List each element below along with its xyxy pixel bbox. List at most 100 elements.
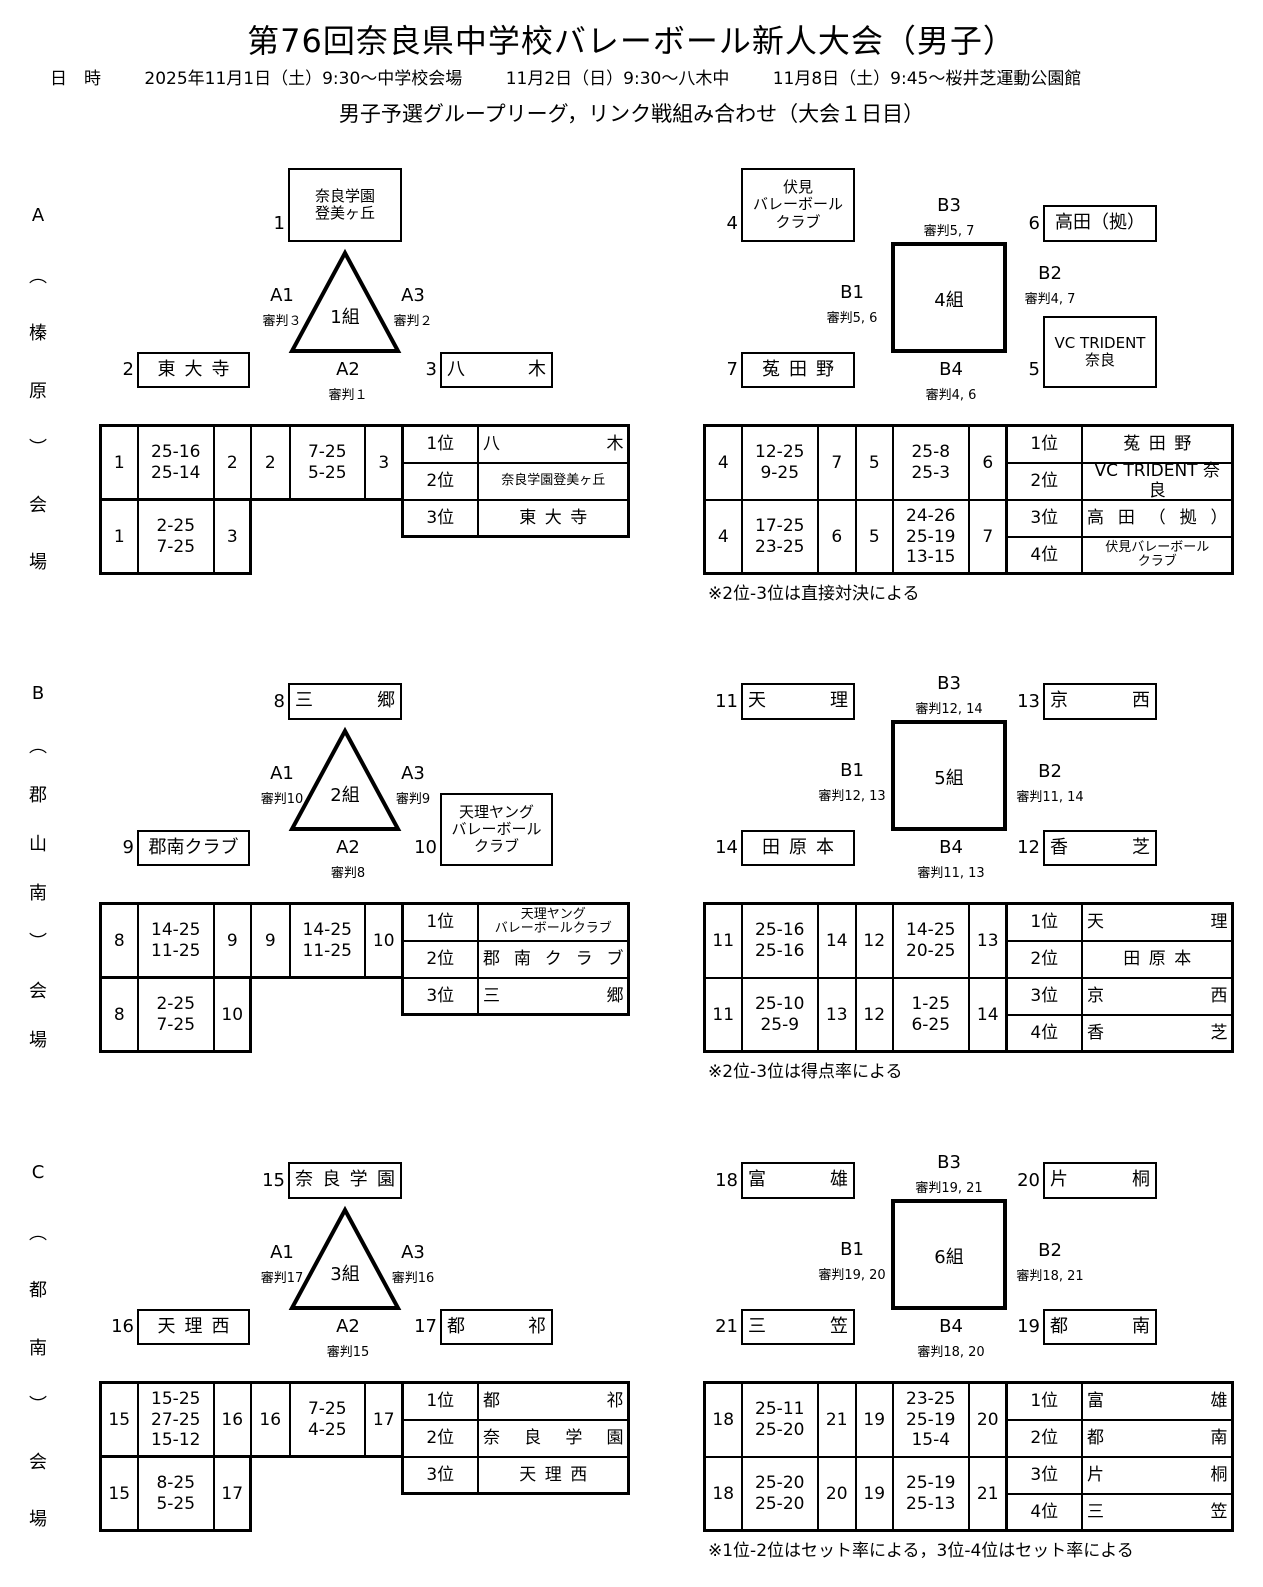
team-number: 12 [1017,837,1040,858]
team-box: 天理 [741,683,855,720]
match-code: A3 [401,763,425,784]
team-number: 16 [111,1316,134,1337]
ranking-position: 2位 [1006,462,1083,501]
ranking-position: 3位 [402,1456,479,1495]
venue-label-char: ︵ [29,736,47,757]
match-code: B1 [840,282,864,303]
result-away-team: 14 [817,903,857,979]
match-code: A2 [336,837,360,858]
match-referee: 審判11, 13 [917,866,985,881]
team-number: 11 [715,691,738,712]
team-box: 都祁 [440,1309,553,1345]
result-away-team: 10 [364,903,404,979]
match-referee: 審判9 [395,792,431,807]
team-box: 京西 [1043,683,1157,720]
team-box: 奈良学園 登美ヶ丘 [288,168,402,242]
team-box: VC TRIDENT 奈良 [1043,316,1157,388]
team-box: 菟田野 [741,352,855,388]
match-code: A2 [336,359,360,380]
result-away-team: 13 [968,903,1008,979]
team-box: 高田（拠） [1043,205,1157,242]
result-home-team: 5 [855,499,894,575]
ranking-team: 菟田野 [1081,425,1234,464]
team-box: 東大寺 [137,352,250,388]
result-away-team: 6 [968,425,1008,501]
result-home-team: 18 [704,1456,743,1532]
ranking-position: 1位 [402,903,479,942]
result-home-team: 4 [704,425,743,501]
team-number: 3 [425,359,437,380]
ranking-team: 高田（拠） [1081,499,1234,538]
result-away-team: 17 [213,1456,252,1532]
match-code: A3 [401,285,425,306]
match-referee: 審判19, 21 [915,1181,983,1196]
result-home-team: 11 [704,977,743,1053]
result-away-team: 13 [817,977,857,1053]
result-away-team: 2 [213,425,252,501]
team-box: 富雄 [741,1162,855,1199]
venue-label-char: 場 [29,1509,47,1530]
team-number: 7 [726,359,738,380]
result-scores: 25-8 25-3 [892,425,970,501]
ranking-team: 京西 [1081,977,1234,1016]
page-subtitle: 男子予選グループリーグ，リンク戦組み合わせ（大会１日目） [338,102,925,126]
group-label: 6組 [934,1247,964,1268]
venue-label-char: 場 [29,552,47,573]
match-code: B3 [937,195,961,216]
match-code: A1 [270,1242,294,1263]
result-away-team: 16 [213,1382,252,1458]
team-box: 片桐 [1043,1162,1157,1199]
team-box: 香芝 [1043,830,1157,866]
result-scores: 25-19 25-13 [892,1456,970,1532]
ranking-team: 天理 [1081,903,1234,942]
venue-label-char: 都 [29,1280,47,1302]
venue-label-char: 山 [29,834,47,855]
match-referee: 審判16 [391,1271,435,1286]
match-referee: 審判10 [260,792,304,807]
venue-label-char: 会 [29,494,47,516]
ranking-team: 郡南クラブ [477,940,630,979]
schedule-day-1: 2025年11月1日（土）9:30～中学校会場 [144,69,463,89]
team-number: 6 [1028,213,1040,234]
team-number: 4 [726,213,738,234]
match-code: B2 [1038,761,1062,782]
result-home-team: 9 [250,903,291,979]
venue-label-char: ︶ [29,1394,47,1416]
tiebreak-note: ※2位-3位は得点率による [708,1062,903,1082]
ranking-position: 4位 [1006,1493,1083,1532]
ranking-team: 片桐 [1081,1456,1234,1495]
schedule-day-2: 11月2日（日）9:30～八木中 [505,69,730,89]
result-scores: 23-25 25-19 15-4 [892,1382,970,1458]
group-square [891,1199,1007,1310]
team-number: 2 [122,359,134,380]
tiebreak-note: ※1位-2位はセット率による，3位-4位はセット率による [708,1541,1134,1561]
team-box: 郡南クラブ [137,830,250,866]
result-home-team: 5 [855,425,894,501]
result-away-team: 21 [968,1456,1008,1532]
page-title: 第76回奈良県中学校バレーボール新人大会（男子） [247,22,1016,60]
result-away-team: 3 [213,499,252,575]
match-code: B2 [1038,263,1062,284]
match-code: B4 [939,359,963,380]
result-scores: 15-25 27-25 15-12 [137,1382,215,1458]
team-number: 21 [715,1316,738,1337]
ranking-position: 2位 [402,1419,479,1458]
result-scores: 25-16 25-16 [741,903,819,979]
result-scores: 2-25 7-25 [137,499,215,575]
venue-label-char: 会 [29,981,47,1002]
result-scores: 25-20 25-20 [741,1456,819,1532]
result-away-team: 7 [968,499,1008,575]
result-away-team: 3 [364,425,404,501]
ranking-team: 香芝 [1081,1014,1234,1053]
team-number: 15 [262,1170,285,1191]
ranking-position: 1位 [1006,903,1083,942]
ranking-position: 4位 [1006,536,1083,575]
ranking-team: 奈良学園登美ヶ丘 [477,462,630,501]
match-code: A3 [401,1242,425,1263]
venue-label-char: ︵ [29,1223,47,1245]
match-code: A2 [336,1316,360,1337]
result-away-team: 14 [968,977,1008,1053]
group-label: 2組 [330,785,360,806]
